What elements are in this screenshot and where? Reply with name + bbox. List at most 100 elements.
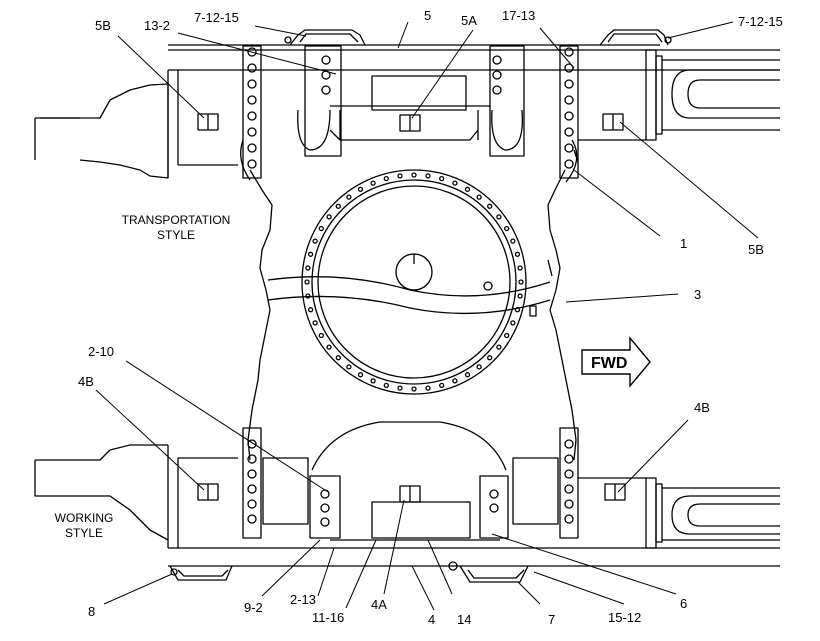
bracket-bolt-hole: [564, 143, 574, 153]
ring-bolt-hole: [510, 320, 516, 326]
ring-bolt-hole: [318, 332, 324, 339]
top-shim-left: [289, 29, 366, 46]
ring-bolt-hole: [326, 214, 332, 220]
bracket-bolt-hole: [492, 70, 502, 80]
block-5b-left: [197, 113, 219, 131]
ring-bolt-hole: [411, 386, 417, 392]
ring-bolt-hole: [464, 372, 471, 378]
bracket-bolt-hole: [247, 95, 257, 105]
bracket-bolt-hole: [564, 79, 574, 89]
transport-note-line1: TRANSPORTATION: [122, 213, 231, 227]
bottom-center-bay: [262, 421, 559, 541]
ring-bolt-hole: [496, 214, 502, 220]
bracket-bolt-hole: [320, 517, 330, 527]
bracket-bolt-hole: [564, 514, 574, 524]
bracket-bolt-hole: [247, 484, 257, 494]
ring-bolt-hole: [487, 355, 493, 361]
bracket-bolt-hole: [247, 469, 257, 479]
ring-bolt-hole: [517, 265, 523, 271]
ring-bolt-hole: [370, 180, 376, 186]
callout-11-16: 11-16: [312, 610, 344, 625]
ring-bolt-hole: [411, 172, 417, 178]
ring-bolt-hole: [425, 385, 431, 391]
bracket-bolt-hole: [247, 111, 257, 121]
bracket-bolt-hole: [247, 514, 257, 524]
right-top-cylinder: [578, 49, 780, 141]
right-top-bracket: [489, 45, 579, 183]
callout-5: 5: [424, 8, 431, 23]
callout-5b-top-left: 5B: [95, 18, 111, 33]
bracket-bolt-hole: [247, 439, 257, 449]
ring-bolt-hole: [425, 173, 431, 179]
forward-arrow-label: FWD: [591, 355, 627, 372]
ring-bolt-hole: [452, 180, 458, 186]
ring-bolt-hole: [357, 372, 364, 378]
callout-4a: 4A: [371, 597, 387, 612]
bracket-bolt-hole: [247, 127, 257, 137]
callout-6: 6: [680, 596, 687, 611]
ring-bolt-hole: [346, 364, 352, 370]
ring-bolt-hole: [335, 355, 341, 361]
callout-2-13: 2-13: [290, 592, 316, 607]
bracket-bolt-hole: [564, 63, 574, 73]
ring-bolt-hole: [312, 238, 318, 244]
ring-bolt-hole: [476, 194, 482, 200]
ring-bolt-hole: [305, 293, 311, 299]
bracket-bolt-hole: [247, 63, 257, 73]
ring-bolt-hole: [487, 203, 493, 209]
callout-17-13: 17-13: [502, 8, 535, 23]
left-bottom-bracket: [242, 427, 341, 539]
bracket-bolt-hole: [247, 454, 257, 464]
ring-bolt-hole: [397, 173, 403, 179]
frame-structure: [34, 29, 780, 583]
callout-labels: 5B 13-2 7-12-15 5 5A 17-13 7-12-15 1 5B …: [78, 8, 783, 627]
block-4a: [399, 485, 421, 503]
ring-bolt-hole: [464, 186, 471, 192]
bracket-bolt-hole: [321, 55, 331, 65]
block-5b-right: [602, 113, 624, 131]
bracket-bolt-hole: [247, 143, 257, 153]
ring-bolt-hole: [370, 378, 376, 384]
ring-bolt-hole: [518, 279, 524, 285]
bracket-bolt-hole: [492, 85, 502, 95]
ring-bolt-hole: [346, 194, 352, 200]
bracket-bolt-hole: [489, 503, 499, 513]
ring-bolt-hole: [335, 203, 341, 209]
bracket-bolt-hole: [489, 489, 499, 499]
top-shim-right: [599, 29, 669, 46]
callout-15-12: 15-12: [608, 610, 641, 625]
callout-13-2: 13-2: [144, 18, 170, 33]
transport-note-line2: STYLE: [157, 228, 195, 242]
bracket-bolt-hole: [247, 79, 257, 89]
top-rail: [168, 44, 780, 71]
block-5a: [399, 114, 421, 132]
callout-7: 7: [548, 612, 555, 627]
bracket-bolt-hole: [564, 454, 574, 464]
bottom-shim-right: [459, 565, 529, 583]
ring-bolt-hole: [312, 320, 318, 326]
block-4b-left: [197, 483, 219, 501]
right-bottom-bracket: [479, 427, 579, 539]
bracket-bolt-hole: [321, 85, 331, 95]
bracket-bolt-hole: [564, 439, 574, 449]
style-notes: TRANSPORTATION STYLE WORKING STYLE: [55, 213, 231, 540]
ring-bolt-hole: [439, 382, 445, 389]
bracket-bolt-hole: [564, 47, 574, 57]
callout-2-10: 2-10: [88, 344, 114, 359]
ring-bolt-hole: [383, 175, 389, 182]
ring-bolt-hole: [517, 293, 523, 299]
ring-holes: [304, 172, 524, 392]
bracket-bolt-hole: [320, 489, 330, 499]
bottom-rail: [168, 547, 780, 567]
bracket-bolt-hole: [564, 111, 574, 121]
ring-bolt-hole: [514, 251, 521, 257]
callout-5a: 5A: [461, 13, 477, 28]
callout-4b-right: 4B: [694, 400, 710, 415]
forward-arrow: FWD: [581, 336, 651, 388]
ring-bolt-hole: [357, 186, 364, 192]
bracket-bolt-hole: [247, 159, 257, 169]
bracket-bolt-hole: [564, 127, 574, 137]
ring-bolt-hole: [496, 344, 502, 350]
ring-bolt-hole: [304, 279, 310, 285]
bracket-bolt-hole: [564, 484, 574, 494]
